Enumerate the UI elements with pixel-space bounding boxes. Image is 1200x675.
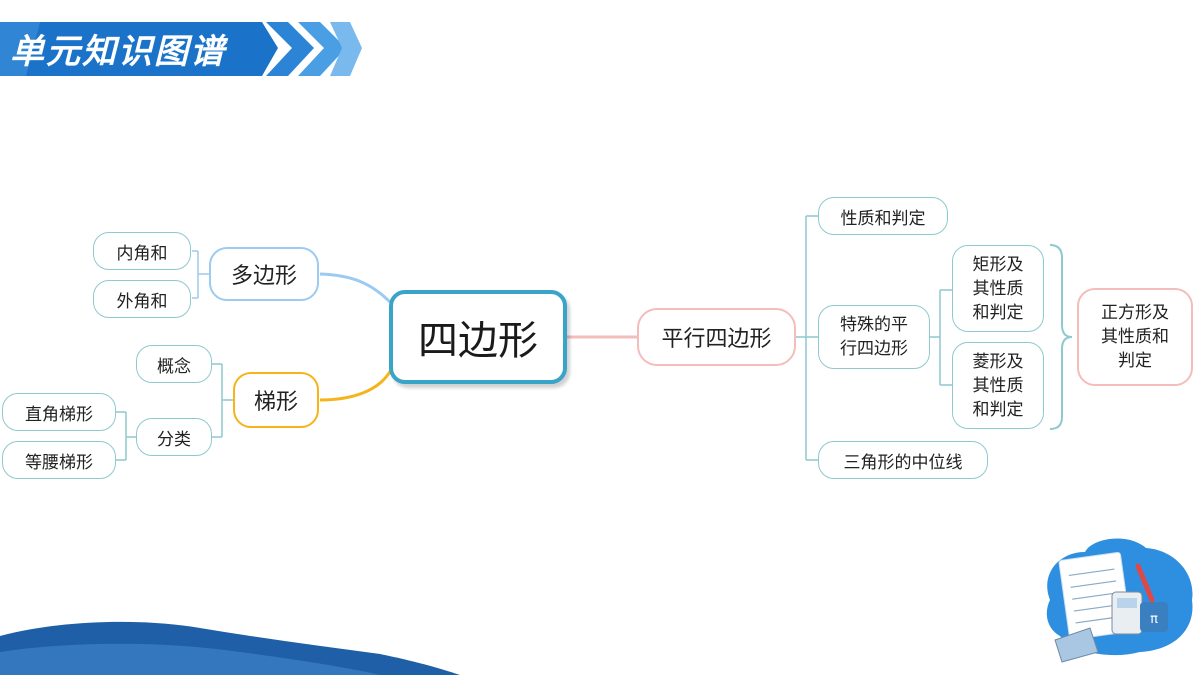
wave-decoration bbox=[0, 621, 460, 675]
node-properties-and-criteria[interactable]: 性质和判定 bbox=[818, 197, 948, 235]
node-polygon-label: 多边形 bbox=[230, 264, 297, 289]
chevron-icon bbox=[330, 22, 362, 76]
connector-special-children bbox=[930, 289, 952, 386]
node-special-parallelogram[interactable]: 特殊的平 行四边形 bbox=[818, 305, 930, 369]
node-triangle-midline[interactable]: 三角形的中位线 bbox=[818, 441, 988, 479]
connector-trapezoid-children bbox=[212, 363, 234, 438]
node-rectangle-line3: 和判定 bbox=[972, 302, 1024, 323]
node-parallelogram-label: 平行四边形 bbox=[661, 327, 772, 352]
node-parallelogram[interactable]: 平行四边形 bbox=[637, 308, 796, 366]
node-special-label-line1: 特殊的平 bbox=[840, 315, 908, 335]
node-rhombus-line1: 菱形及 bbox=[972, 351, 1024, 372]
node-rhombus-line3: 和判定 bbox=[972, 399, 1024, 420]
node-exterior-angle-sum[interactable]: 外角和 bbox=[93, 280, 191, 318]
pencil-icon bbox=[1135, 563, 1155, 603]
connector-polygon-children bbox=[192, 250, 210, 299]
node-triangle-midline-label: 三角形的中位线 bbox=[843, 452, 963, 473]
node-isosceles-trapezoid[interactable]: 等腰梯形 bbox=[2, 441, 116, 479]
connector-trapezoid bbox=[319, 367, 394, 402]
connector-parallelogram-children bbox=[796, 215, 818, 461]
node-isosceles-trapezoid-label: 等腰梯形 bbox=[25, 452, 93, 473]
node-rectangle[interactable]: 矩形及 其性质 和判定 bbox=[952, 245, 1044, 332]
node-square[interactable]: 正方形及 其性质和 判定 bbox=[1077, 288, 1193, 386]
node-right-trapezoid[interactable]: 直角梯形 bbox=[2, 393, 116, 431]
node-rectangle-line1: 矩形及 bbox=[972, 254, 1024, 275]
node-rhombus[interactable]: 菱形及 其性质 和判定 bbox=[952, 342, 1044, 429]
node-trapezoid[interactable]: 梯形 bbox=[233, 372, 319, 428]
node-rhombus-line2: 其性质 bbox=[972, 375, 1024, 396]
node-concept-label: 概念 bbox=[157, 356, 191, 377]
ruler-icon bbox=[1054, 627, 1099, 663]
curly-bracket bbox=[1049, 244, 1073, 430]
page-title: 单元知识图谱 bbox=[10, 32, 226, 72]
node-polygon[interactable]: 多边形 bbox=[209, 247, 319, 301]
node-interior-angle-sum[interactable]: 内角和 bbox=[93, 232, 191, 270]
math-illustration: π bbox=[1046, 538, 1193, 663]
node-special-label-line2: 行四边形 bbox=[840, 339, 908, 359]
connector-polygon bbox=[319, 272, 392, 304]
node-rectangle-line2: 其性质 bbox=[972, 278, 1024, 299]
node-properties-label: 性质和判定 bbox=[840, 208, 926, 229]
cup-icon bbox=[1140, 602, 1168, 632]
node-square-line2: 其性质和 bbox=[1101, 327, 1169, 347]
node-concept[interactable]: 概念 bbox=[136, 345, 212, 383]
node-square-line1: 正方形及 bbox=[1101, 303, 1169, 323]
root-node[interactable]: 四边形 bbox=[389, 290, 567, 384]
node-square-line3: 判定 bbox=[1118, 351, 1152, 371]
chevron-icon bbox=[266, 22, 314, 76]
node-classify[interactable]: 分类 bbox=[136, 418, 212, 456]
root-label: 四边形 bbox=[418, 318, 538, 364]
node-classify-label: 分类 bbox=[157, 429, 191, 450]
node-exterior-angle-sum-label: 外角和 bbox=[116, 291, 168, 312]
node-trapezoid-label: 梯形 bbox=[253, 390, 298, 415]
connector-classify-children bbox=[116, 411, 136, 461]
header-banner-shape bbox=[0, 22, 278, 76]
header-banner-accent bbox=[0, 22, 40, 76]
header-banner bbox=[0, 22, 362, 76]
pi-icon: π bbox=[1150, 612, 1158, 627]
node-interior-angle-sum-label: 内角和 bbox=[116, 243, 168, 264]
chevron-icon bbox=[298, 22, 346, 76]
node-right-trapezoid-label: 直角梯形 bbox=[25, 404, 93, 425]
